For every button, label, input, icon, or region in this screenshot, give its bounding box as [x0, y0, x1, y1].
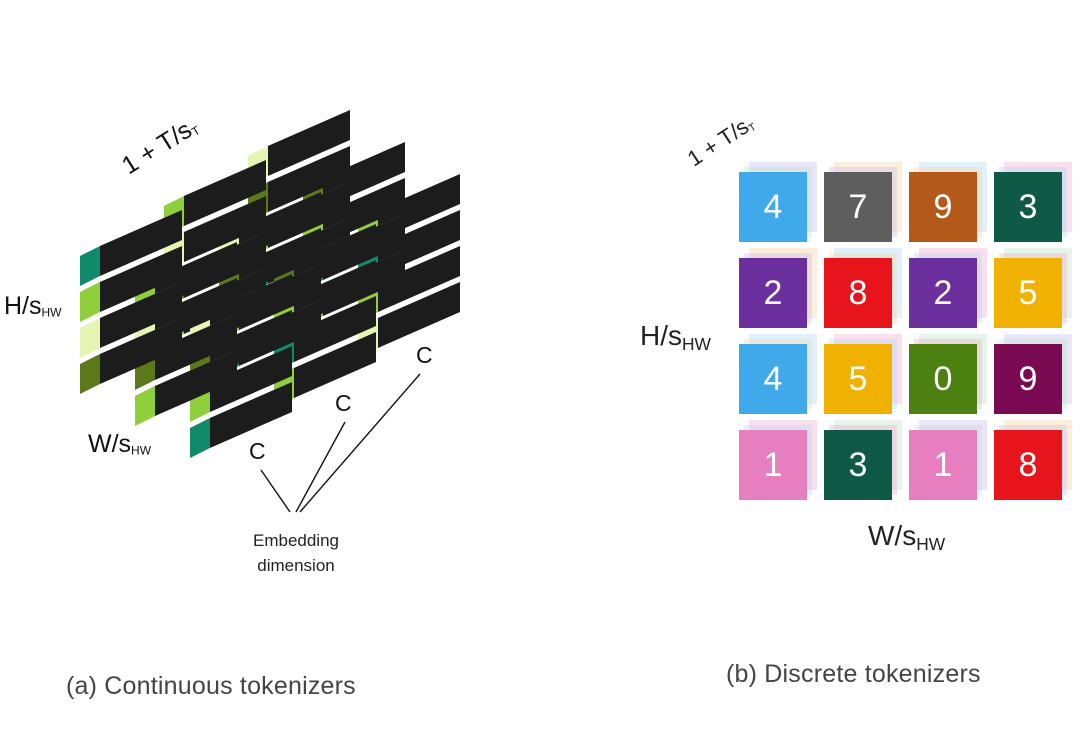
width-dimension-label-b: W/sHW: [868, 520, 946, 554]
height-dimension-label-b: H/sHW: [640, 320, 711, 354]
token-tile: 2: [909, 258, 977, 328]
token-tile: 9: [909, 172, 977, 242]
leader-line: [260, 469, 291, 513]
token-tile: 0: [909, 344, 977, 414]
token-tile: 3: [994, 172, 1062, 242]
width-dimension-label-a: W/sHW: [88, 430, 152, 458]
token-tile: 9: [994, 344, 1062, 414]
height-dimension-label-a: H/sHW: [4, 292, 62, 320]
token-tile: 4: [739, 344, 807, 414]
token-tile: 1: [909, 430, 977, 500]
token-tile: 1: [739, 430, 807, 500]
embedding-bar: [80, 282, 182, 358]
leader-line: [295, 421, 346, 513]
channel-label-2: C: [335, 390, 352, 416]
token-tile: 7: [824, 172, 892, 242]
embedding-bar: [190, 382, 292, 458]
token-tile: 5: [994, 258, 1062, 328]
token-tile: 4: [739, 172, 807, 242]
token-tile: 8: [994, 430, 1062, 500]
token-tile: 8: [824, 258, 892, 328]
embedding-bar: [80, 246, 182, 322]
embedding-bar: [135, 350, 237, 426]
channel-label-1: C: [249, 438, 266, 464]
channel-label-3: C: [416, 342, 433, 368]
caption-discrete-tokenizers: (b) Discrete tokenizers: [726, 660, 981, 688]
token-tile: 2: [739, 258, 807, 328]
token-tile: 5: [824, 344, 892, 414]
embedding-dimension-label: Embedding dimension: [252, 531, 339, 575]
embedding-bar: [80, 318, 182, 394]
embedding-bar: [80, 210, 182, 286]
leader-line: [299, 373, 421, 513]
caption-continuous-tokenizers: (a) Continuous tokenizers: [66, 672, 356, 700]
token-tile: 3: [824, 430, 892, 500]
